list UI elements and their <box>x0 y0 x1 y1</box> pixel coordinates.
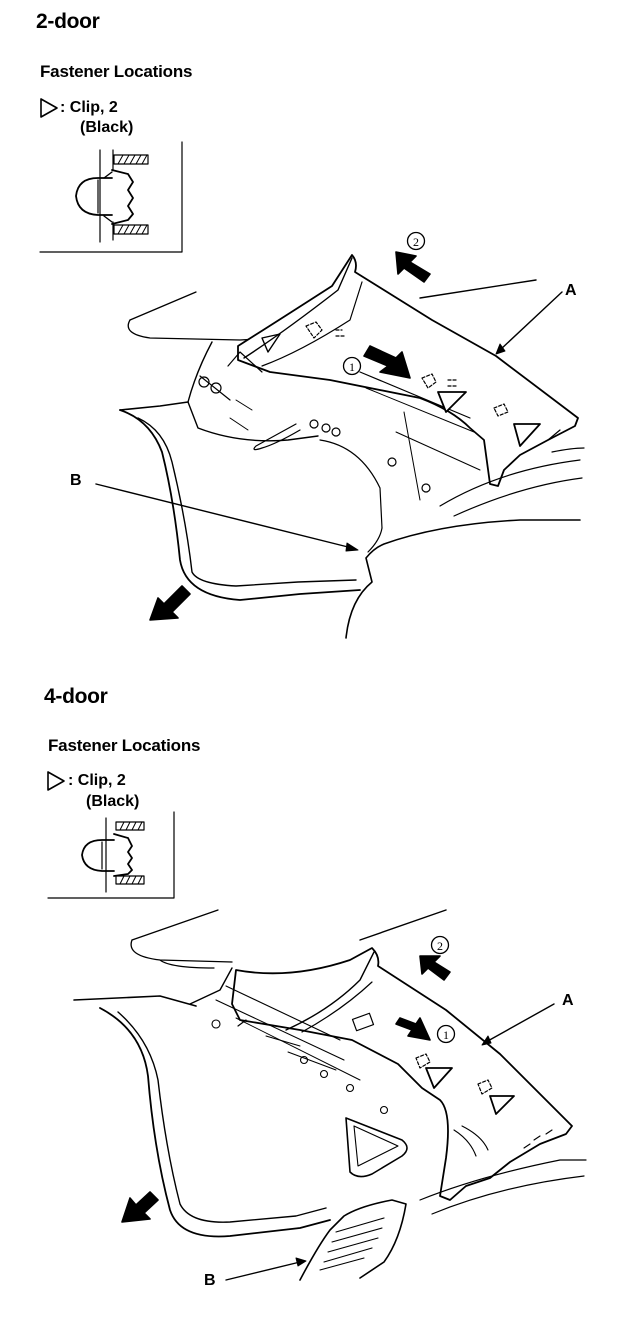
section-title-2door: 2-door <box>36 10 100 33</box>
step-2-badge <box>430 935 450 955</box>
step-1-number: 1 <box>443 1028 449 1042</box>
clip-triangle-icon <box>47 771 65 791</box>
clip-legend-label: : Clip, 2 <box>68 772 126 789</box>
fastener-locations-heading: Fastener Locations <box>40 62 193 81</box>
two-door-pillar-drawing <box>95 231 585 639</box>
clip-location-marker <box>489 1095 515 1115</box>
lift-direction-arrow <box>419 955 451 981</box>
clip-triangle-icon <box>40 98 58 118</box>
fastener-locations-heading: Fastener Locations <box>48 736 201 755</box>
step-2-number: 2 <box>413 235 419 249</box>
four-door-pillar-drawing <box>73 909 587 1281</box>
pull-direction-arrow <box>363 345 411 379</box>
pull-direction-arrow <box>395 1017 431 1041</box>
callout-a-label: A <box>565 282 577 299</box>
step-2-badge <box>406 231 426 251</box>
remove-direction-arrow <box>149 585 191 621</box>
lift-direction-arrow <box>395 251 431 283</box>
step-2-number: 2 <box>437 939 443 953</box>
clip-legend-color: (Black) <box>80 119 134 136</box>
callout-b-label: B <box>204 1272 216 1289</box>
remove-direction-arrow <box>121 1191 159 1223</box>
callout-b-label: B <box>70 472 82 489</box>
clip-detail-inset <box>47 811 175 899</box>
callout-a-label: A <box>562 992 574 1009</box>
clip-location-marker <box>425 1067 453 1089</box>
clip-detail-inset <box>39 141 183 253</box>
clip-legend-color: (Black) <box>86 793 140 810</box>
section-title-4door: 4-door <box>44 685 108 708</box>
clip-location-marker <box>513 423 541 447</box>
clip-location-marker <box>437 391 467 413</box>
step-1-badge <box>436 1024 456 1044</box>
step-1-number: 1 <box>349 360 355 374</box>
clip-legend-label: : Clip, 2 <box>60 99 118 116</box>
step-1-badge <box>342 356 362 376</box>
